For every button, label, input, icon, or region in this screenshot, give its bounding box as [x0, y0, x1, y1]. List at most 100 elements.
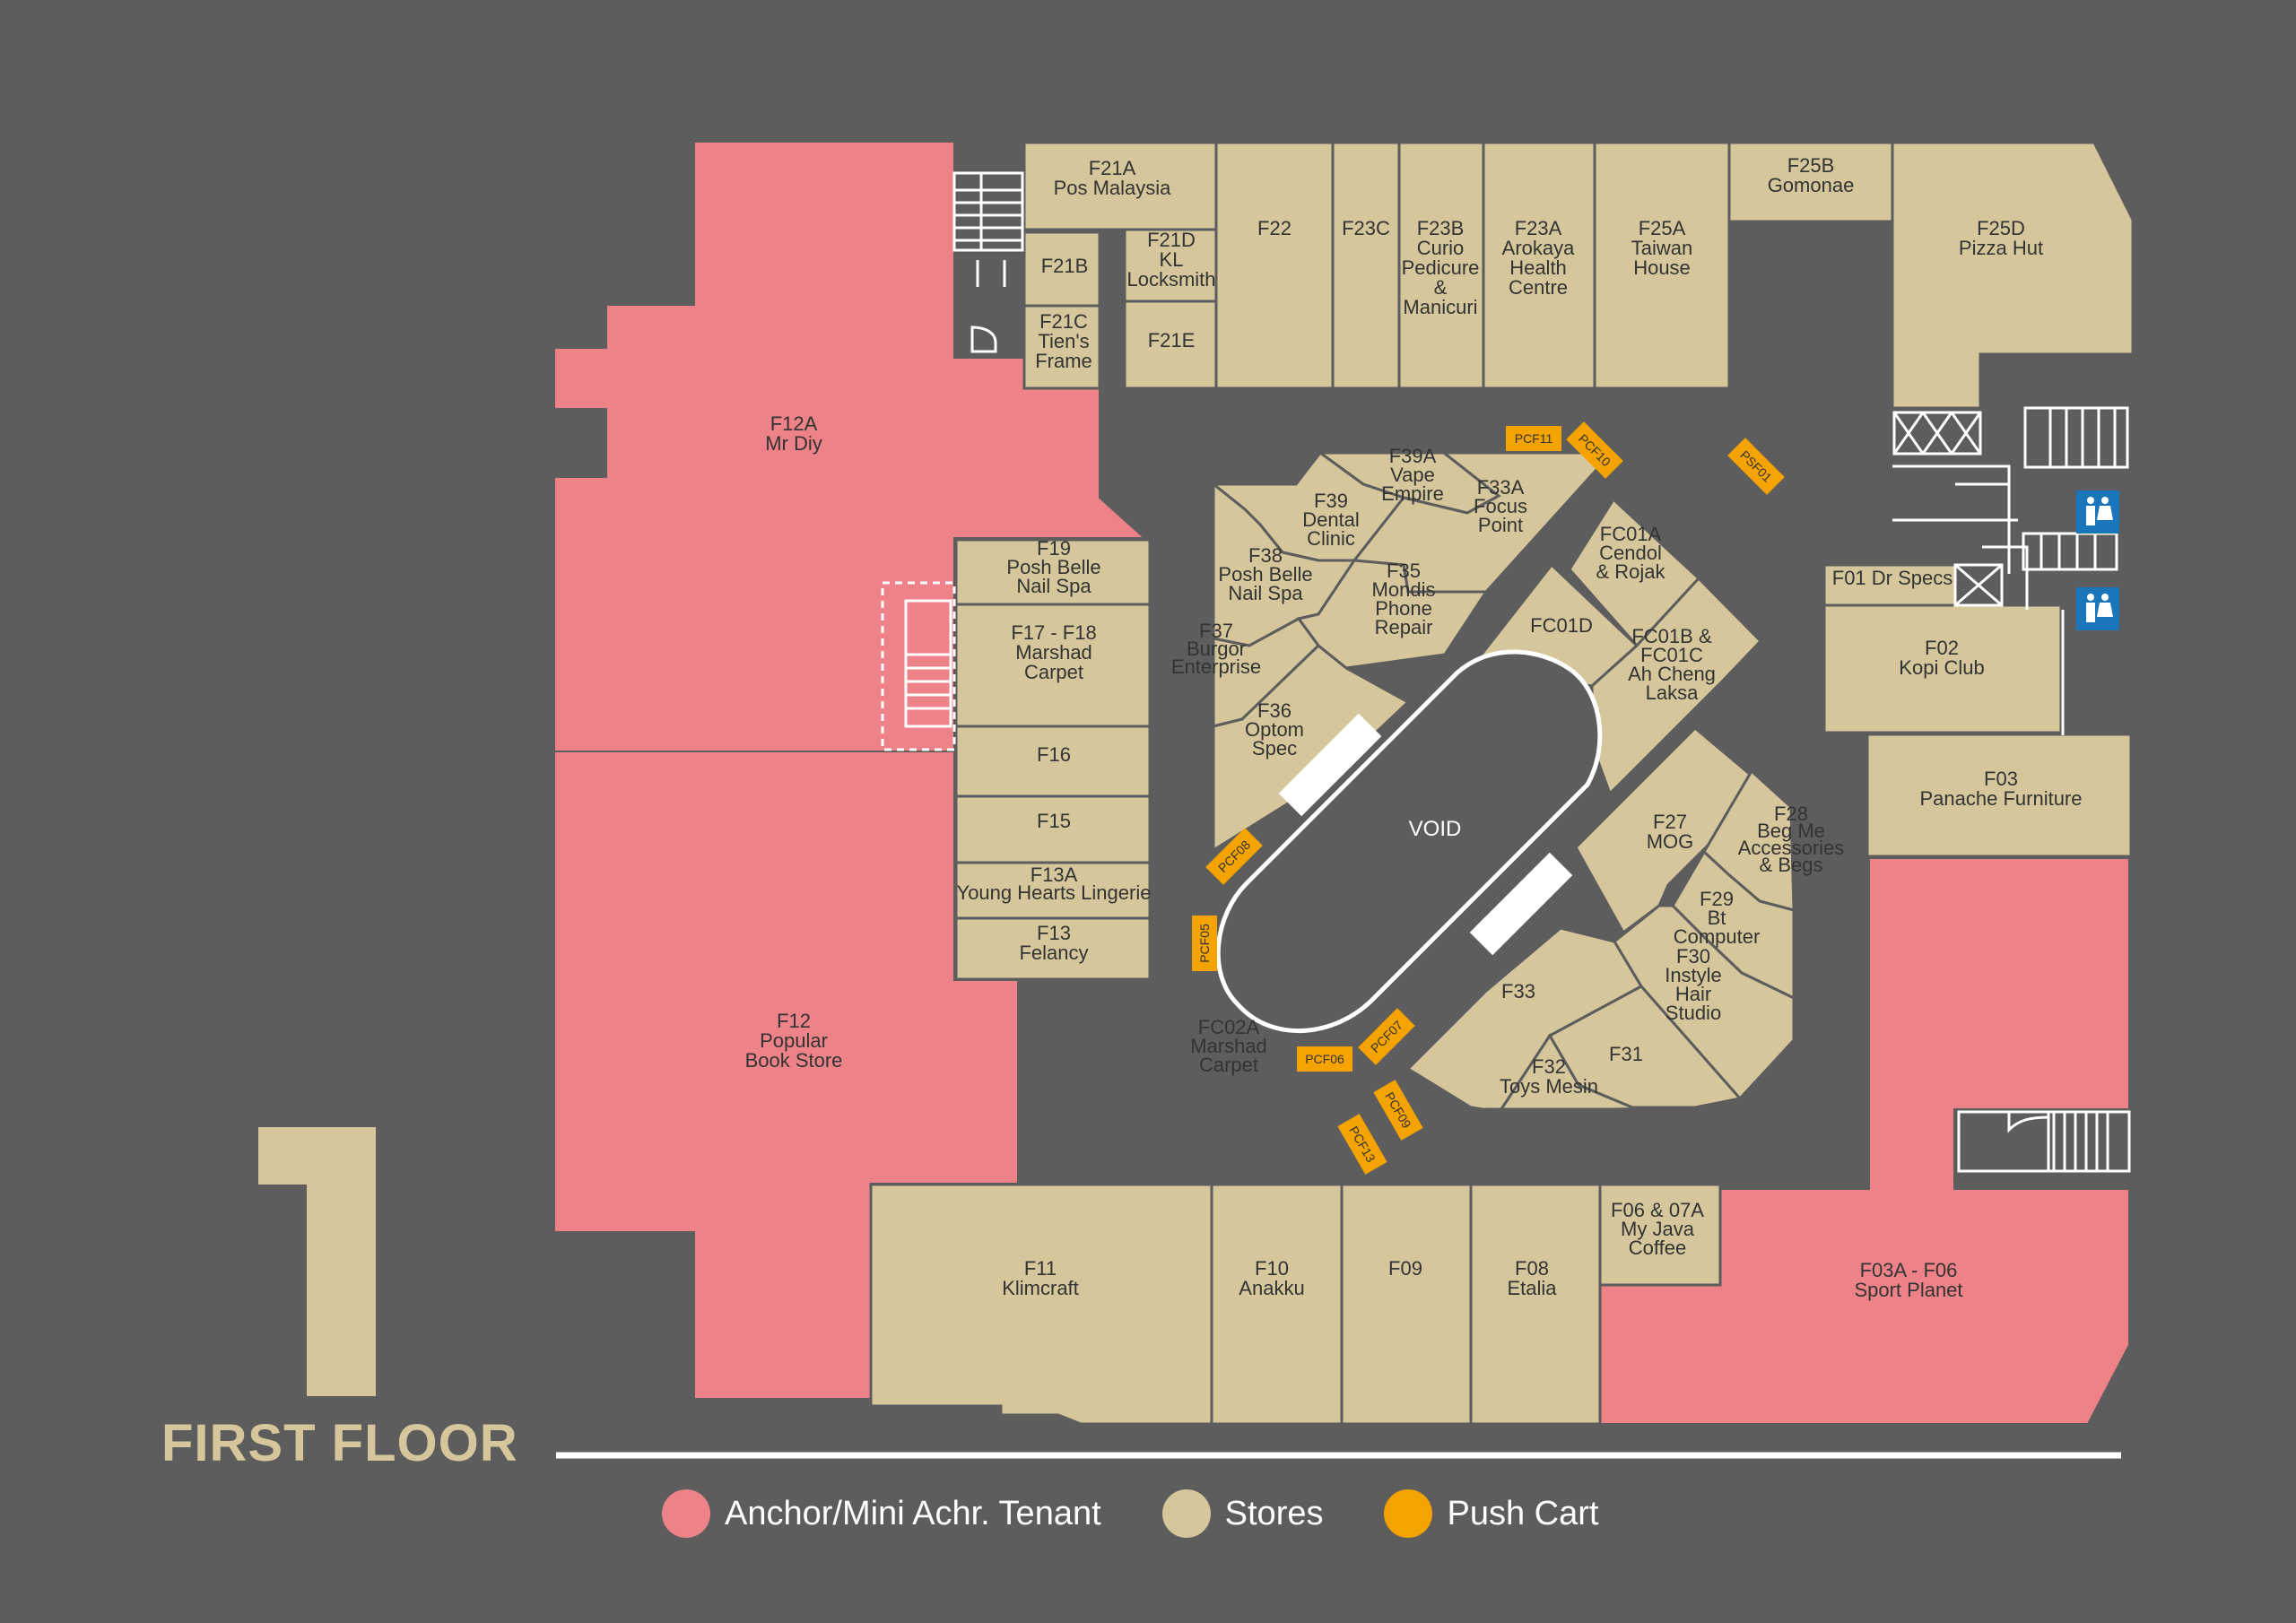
toilet-icon — [2076, 587, 2119, 630]
push-cart-pcf06[interactable]: PCF06 — [1297, 1046, 1352, 1072]
push-carts: PCF11 PCF10 PSF01 PCF08 PCF05 PCF06 PCF0… — [1192, 421, 1785, 1175]
push-cart-label: PCF11 — [1515, 431, 1553, 446]
anchor-units — [553, 141, 2130, 1425]
unit-f23a[interactable] — [1482, 141, 1596, 390]
escalator-icon — [1469, 852, 1573, 956]
void-area: VOID — [1215, 649, 1603, 1034]
unit-f21b[interactable] — [1022, 230, 1101, 308]
unit-label-f16: F16 — [1037, 743, 1071, 766]
staircase-icon — [952, 171, 1024, 252]
push-cart-pcf13[interactable]: PCF13 — [1337, 1114, 1387, 1175]
unit-f23c[interactable] — [1331, 141, 1401, 390]
unit-label-f22: F22 — [1257, 217, 1292, 239]
legend-item-push-cart: Push Cart — [1384, 1489, 1598, 1538]
utility-lines — [881, 171, 2131, 1173]
lift-icon — [1953, 563, 2004, 607]
legend-label-anchor: Anchor/Mini Achr. Tenant — [725, 1494, 1101, 1532]
unit-f15[interactable] — [954, 794, 1152, 864]
unit-f21c[interactable] — [1022, 304, 1101, 390]
push-cart-label: PCF06 — [1305, 1052, 1344, 1066]
unit-f06[interactable] — [1598, 1183, 1722, 1287]
unit-label-f31: F31 — [1609, 1043, 1643, 1065]
unit-f25d[interactable] — [1891, 141, 2135, 410]
push-cart-psf01[interactable]: PSF01 — [1727, 438, 1785, 495]
unit-label-fc01d: FC01D — [1530, 614, 1593, 637]
staircase-icon — [881, 581, 956, 751]
lift-icon — [1892, 411, 1982, 456]
store-swatch-icon — [1161, 1489, 1211, 1538]
toilet-icon — [2076, 490, 2119, 534]
unit-f13[interactable] — [954, 916, 1152, 981]
unit-f13a[interactable] — [954, 861, 1152, 920]
unit-label-f21e: F21E — [1148, 329, 1196, 352]
staircase-icon — [2022, 532, 2118, 571]
unit-f03[interactable] — [1866, 733, 2133, 858]
push-cart-pcf11[interactable]: PCF11 — [1506, 426, 1561, 451]
push-cart-pcf07[interactable]: PCF07 — [1358, 1008, 1415, 1065]
legend-label-push-cart: Push Cart — [1447, 1494, 1599, 1532]
unit-f36[interactable] — [1212, 644, 1411, 853]
legend-item-anchor: Anchor/Mini Achr. Tenant — [662, 1489, 1101, 1538]
lift-icon — [970, 260, 1006, 353]
push-cart-pcf05[interactable]: PCF05 — [1192, 916, 1217, 971]
unit-label-f09: F09 — [1388, 1257, 1422, 1280]
unit-label-f33: F33 — [1501, 980, 1535, 1002]
unit-label-f15: F15 — [1037, 810, 1071, 832]
unit-f25b[interactable] — [1727, 141, 1894, 223]
anchor-swatch-icon — [662, 1489, 710, 1538]
staircase-icon — [1957, 1110, 2131, 1173]
unit-f25a[interactable] — [1593, 141, 1731, 390]
legend-label-stores: Stores — [1224, 1494, 1324, 1532]
unit-f16[interactable] — [954, 725, 1152, 798]
unit-f17[interactable] — [954, 603, 1152, 728]
unit-f11[interactable] — [869, 1183, 1213, 1426]
unit-f22[interactable] — [1214, 141, 1335, 390]
unit-f09[interactable] — [1340, 1183, 1473, 1426]
unit-f10[interactable] — [1210, 1183, 1344, 1426]
push-cart-label: PCF05 — [1197, 924, 1212, 963]
unit-f02[interactable] — [1822, 603, 2063, 734]
unit-f08[interactable] — [1469, 1183, 1602, 1426]
unit-f32[interactable] — [1469, 1033, 1696, 1114]
unit-f01[interactable] — [1822, 563, 1957, 607]
unit-f19[interactable] — [954, 538, 1152, 606]
unit-f21a[interactable] — [1022, 141, 1218, 231]
void-label: VOID — [1409, 817, 1462, 841]
legend-item-stores: Stores — [1161, 1489, 1324, 1538]
push-cart-pcf09[interactable]: PCF09 — [1373, 1080, 1423, 1141]
unit-f35[interactable] — [1296, 559, 1489, 670]
unit-f23b[interactable] — [1397, 141, 1485, 390]
unit-f21e[interactable] — [1123, 299, 1218, 390]
escalator-icon — [1278, 713, 1382, 817]
